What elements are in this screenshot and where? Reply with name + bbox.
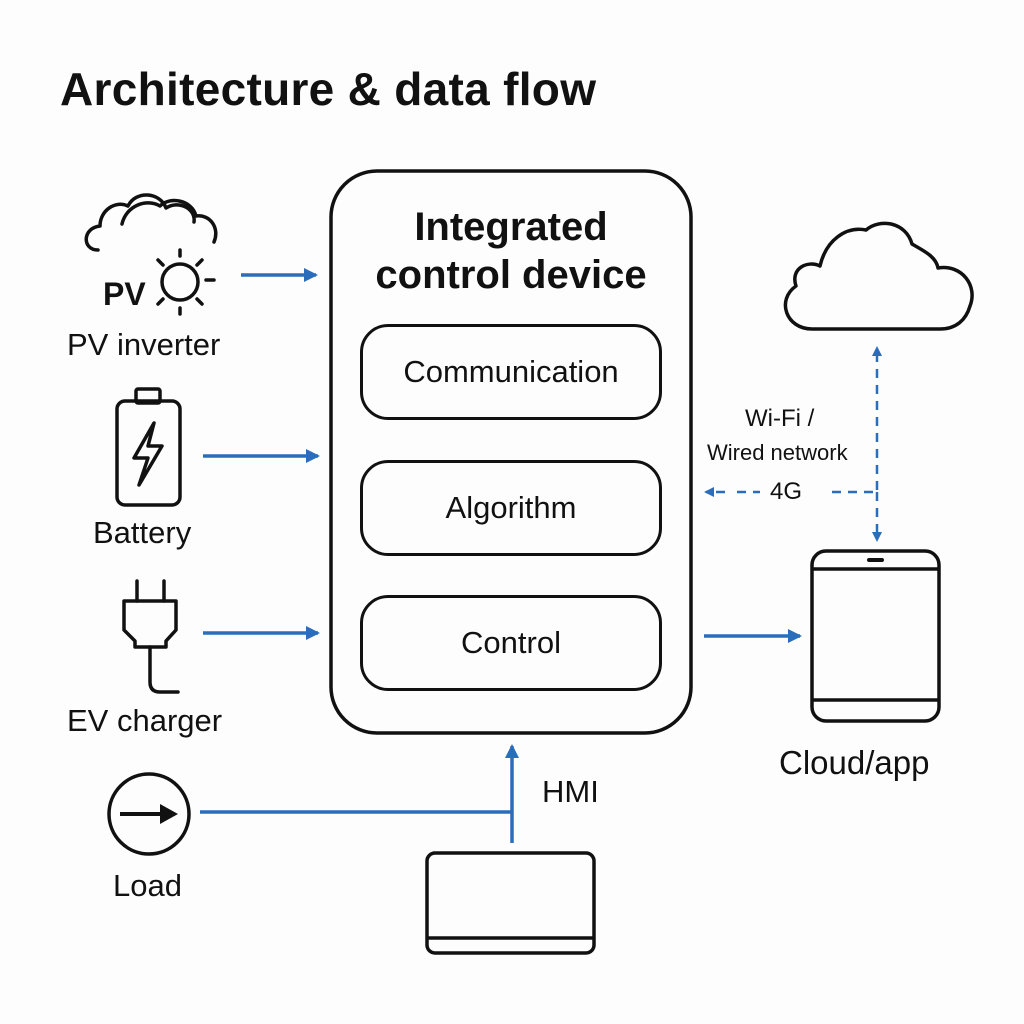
- pv-inverter-label: PV inverter: [67, 327, 221, 362]
- pv-badge: PV: [103, 276, 146, 312]
- control-device-title: Integrated control device: [330, 203, 692, 299]
- terminal-device-icon: [425, 851, 596, 955]
- load-label: Load: [113, 868, 182, 903]
- hmi-label: HMI: [542, 774, 599, 809]
- network-label-4g: 4G: [770, 478, 803, 505]
- cloud-sun-icon: [84, 193, 218, 316]
- battery-label: Battery: [93, 515, 192, 550]
- network-label-wifi: Wi-Fi /: [745, 405, 815, 432]
- cloud-icon: [783, 221, 974, 331]
- module-algorithm: Algorithm: [360, 460, 662, 556]
- control-device-title-line1: Integrated: [414, 205, 608, 249]
- plug-icon: [122, 579, 180, 694]
- network-label-wired: Wired network: [707, 440, 848, 465]
- diagram-title: Architecture & data flow: [60, 63, 597, 115]
- control-device-title-line2: control device: [375, 253, 647, 297]
- control-device-box: [329, 169, 693, 735]
- module-control: Control: [360, 595, 662, 691]
- circle-arrow-icon: [107, 772, 191, 856]
- ev-charger-label: EV charger: [67, 703, 223, 738]
- module-communication: Communication: [360, 324, 662, 420]
- tablet-icon: [810, 549, 941, 723]
- cloud-app-label: Cloud/app: [779, 744, 930, 781]
- battery-bolt-icon: [115, 387, 182, 507]
